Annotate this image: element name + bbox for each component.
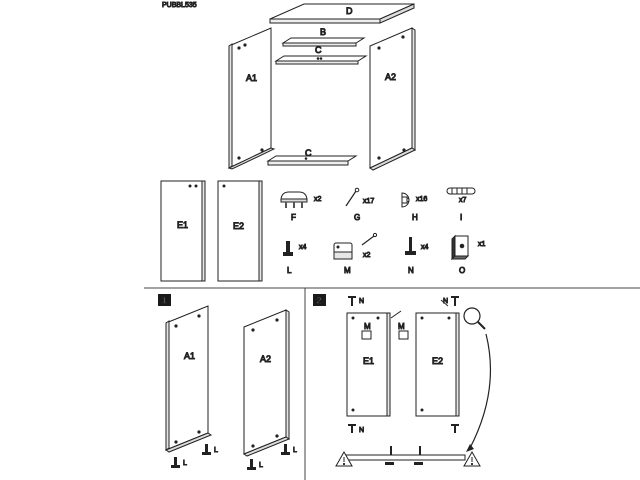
magnifier-icon: [463, 307, 486, 330]
step-1-l-1: L: [183, 460, 187, 467]
step-1-label-a1: A1: [184, 351, 195, 361]
warning-icon-left: [335, 450, 353, 467]
step-2: 2 E1 M E2 M N: [313, 294, 491, 467]
label-e2: E2: [233, 221, 244, 231]
hardware-n: x4 N: [405, 237, 429, 276]
step-2-bottom-rail: [344, 454, 466, 461]
qty-o: x1: [478, 241, 486, 248]
panel-e1: E1: [160, 180, 206, 282]
hardware-m: x2 M: [333, 232, 378, 276]
step-2-label-e1: E1: [363, 356, 374, 366]
step-1-number: 1: [162, 296, 167, 306]
label-b: B: [320, 27, 326, 37]
panel-a1: A1: [227, 27, 276, 170]
step-2-n-bottom-left: N: [348, 424, 365, 435]
label-a2: A2: [385, 72, 396, 82]
step-1-l-2: L: [214, 447, 218, 454]
hardware-g: x17 G: [345, 187, 375, 223]
step-1-l-4: L: [293, 447, 297, 454]
qty-m: x2: [363, 252, 371, 259]
step-2-number: 2: [317, 296, 322, 306]
qty-h: x16: [416, 196, 427, 203]
step-2-n-2: N: [443, 298, 448, 305]
panel-c-bottom: C: [266, 148, 358, 166]
letter-m: M: [344, 266, 351, 275]
step-2-badge: [313, 294, 326, 306]
qty-i: x7: [459, 197, 467, 204]
step-1-leg-4: L: [281, 444, 298, 455]
label-c-bottom: C: [305, 148, 312, 158]
letter-h: H: [412, 213, 418, 222]
label-d: D: [346, 6, 353, 16]
panel-d: D: [269, 3, 415, 24]
letter-l: L: [287, 266, 292, 275]
qty-n: x4: [421, 244, 429, 251]
step-2-n-top-left: N: [348, 296, 365, 306]
letter-o: O: [459, 266, 465, 275]
step-2-m-2: M: [398, 322, 405, 331]
step-1-leg-1: L: [171, 457, 188, 468]
letter-i: I: [460, 213, 462, 222]
letter-f: F: [291, 213, 296, 222]
hardware-i: x7 I: [446, 187, 476, 223]
step-2-n-top-right: N: [443, 296, 459, 306]
panel-a2: A2: [368, 27, 417, 171]
detail-arrow: [469, 333, 491, 449]
product-code: PUBBL535: [162, 2, 197, 9]
step-1-badge: [158, 294, 171, 306]
step-1-leg-3: L: [247, 459, 264, 470]
step-1: 1 A1 A2 L: [158, 294, 298, 470]
letter-g: G: [354, 213, 360, 222]
panel-e2: E2: [217, 180, 263, 282]
step-1-l-3: L: [259, 462, 263, 469]
letter-n: N: [408, 266, 414, 275]
qty-l: x4: [299, 244, 307, 251]
step-2-label-e2: E2: [432, 356, 443, 366]
hardware-l: x4 L: [283, 241, 307, 276]
step-2-n-3: N: [359, 427, 364, 434]
hardware-o: x1 O: [450, 234, 486, 276]
step-2-m-1: M: [364, 322, 371, 331]
hardware-f: x2 F: [280, 191, 322, 223]
panel-c-top: C: [274, 45, 368, 65]
qty-g: x17: [363, 198, 374, 205]
qty-f: x2: [314, 196, 322, 203]
step-2-n-1: N: [359, 298, 364, 305]
label-a1: A1: [246, 73, 257, 83]
warning-icon-right: [463, 450, 481, 467]
label-c-top: C: [315, 45, 322, 55]
label-e1: E1: [177, 220, 188, 230]
panel-b: B: [281, 27, 366, 47]
step-1-leg-2: L: [202, 444, 219, 455]
step-1-label-a2: A2: [260, 354, 271, 364]
step-2-n-bottom-right: [451, 424, 459, 433]
hardware-h: x16 H: [401, 192, 428, 223]
